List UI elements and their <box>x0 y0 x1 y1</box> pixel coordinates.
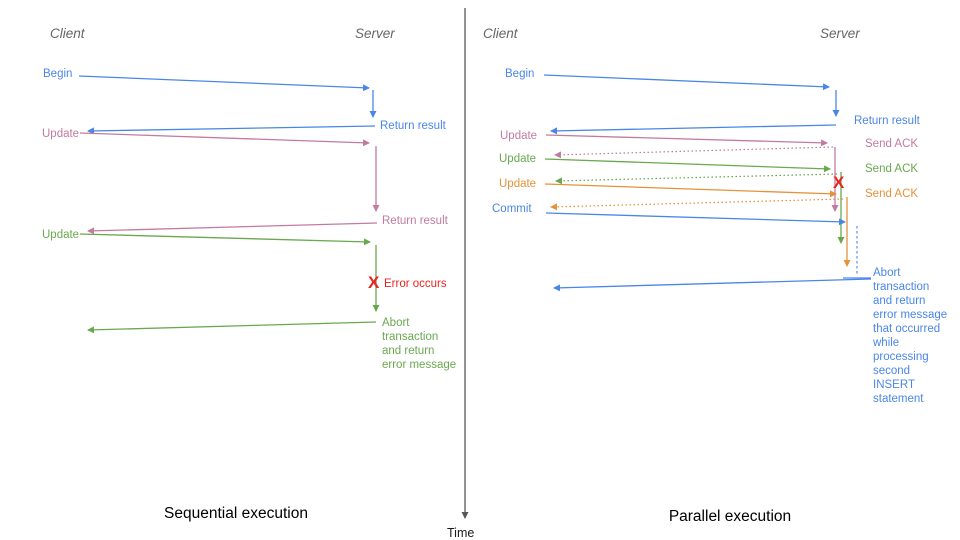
time-axis: Time <box>447 8 474 540</box>
left-update-2-label: Update <box>42 229 79 241</box>
left-return-result-2-arrow <box>87 222 378 235</box>
right-update-3-arrow <box>544 183 837 198</box>
right-abort-line: INSERT <box>873 379 915 391</box>
right-panel-title: Parallel execution <box>669 508 791 525</box>
left-update-1-arrow <box>79 132 370 147</box>
right-abort-line: while <box>872 337 899 349</box>
right-abort-line: processing <box>873 351 929 363</box>
left-abort-message: Abort transaction and return error messa… <box>382 317 456 371</box>
right-abort-line: statement <box>873 393 924 405</box>
left-return-result-2-label: Return result <box>382 215 449 227</box>
right-abort-line: transaction <box>873 281 929 293</box>
left-error-x-mark: X <box>368 273 380 292</box>
right-send-ack-1-arrow <box>554 146 834 159</box>
right-abort-arrow <box>553 278 872 292</box>
right-abort-line: Abort <box>873 267 901 279</box>
right-send-ack-3-label: Send ACK <box>865 188 918 200</box>
right-update-2-arrow <box>544 158 831 173</box>
left-return-result-1-arrow <box>87 125 376 135</box>
right-update-3-label: Update <box>499 178 536 190</box>
left-update-2-arrow <box>79 233 371 246</box>
left-client-header: Client <box>50 26 86 41</box>
right-update-1-arrow <box>545 134 828 147</box>
time-axis-label: Time <box>447 526 474 540</box>
right-abort-line: error message <box>873 309 947 321</box>
left-return-result-1-label: Return result <box>380 120 447 132</box>
right-send-ack-2-arrow <box>555 173 838 185</box>
sequential-panel: Client Server Begin Return result Update… <box>42 26 456 522</box>
right-commit-label: Commit <box>492 203 532 215</box>
right-return-result-label: Return result <box>854 115 921 127</box>
right-server-header: Server <box>820 26 860 41</box>
left-abort-line: transaction <box>382 331 438 343</box>
left-panel-title: Sequential execution <box>164 505 308 522</box>
right-error-x-mark: X <box>833 173 845 192</box>
right-abort-message: Abort transaction and return error messa… <box>872 267 947 405</box>
right-send-ack-3-arrow <box>550 198 844 211</box>
right-abort-line: and return <box>873 295 925 307</box>
right-begin-label: Begin <box>505 68 534 80</box>
left-begin-arrow <box>78 75 370 92</box>
right-abort-line: that occurred <box>873 323 940 335</box>
left-abort-line: error message <box>382 359 456 371</box>
right-begin-arrow <box>543 74 830 91</box>
right-return-result-arrow <box>550 124 837 135</box>
right-send-ack-1-label: Send ACK <box>865 138 918 150</box>
left-abort-line: and return <box>382 345 434 357</box>
right-client-header: Client <box>483 26 519 41</box>
left-update-1-label: Update <box>42 128 79 140</box>
right-send-ack-2-label: Send ACK <box>865 163 918 175</box>
left-begin-label: Begin <box>43 68 72 80</box>
left-abort-line: Abort <box>382 317 410 329</box>
right-update-2-label: Update <box>499 153 536 165</box>
parallel-panel: Client Server Begin Return result Update… <box>483 26 947 525</box>
right-abort-line: second <box>873 365 910 377</box>
right-commit-arrow <box>545 212 846 226</box>
left-error-occurs-label: Error occurs <box>384 278 447 290</box>
left-abort-arrow <box>87 321 377 334</box>
right-update-1-label: Update <box>500 130 537 142</box>
left-server-header: Server <box>355 26 395 41</box>
